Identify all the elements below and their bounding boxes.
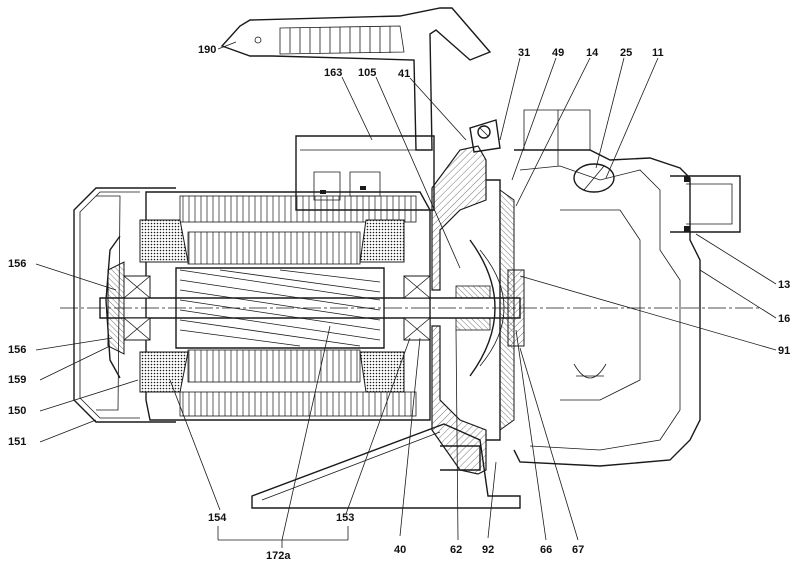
callout-66: 66: [540, 544, 553, 556]
callout-91: 91: [778, 345, 791, 357]
leader-lines: [35, 41, 777, 548]
pump-base: [251, 423, 521, 509]
callout-156-bottom: 156: [8, 344, 27, 356]
callout-31: 31: [518, 47, 531, 59]
callout-13: 13: [778, 279, 791, 291]
callout-67: 67: [572, 544, 585, 556]
bearing-rear: [123, 275, 151, 341]
motor-housing: [139, 191, 431, 421]
callout-153: 153: [336, 512, 355, 524]
callout-14: 14: [586, 47, 599, 59]
callout-40: 40: [394, 544, 407, 556]
clamp-top: [469, 119, 501, 153]
callout-190: 190: [198, 44, 217, 56]
handle: [220, 7, 492, 151]
callout-154: 154: [208, 512, 227, 524]
callout-159: 159: [8, 374, 27, 386]
pump-body: [513, 109, 741, 467]
callout-156-top: 156: [8, 258, 27, 270]
fan-hub: [107, 261, 125, 355]
callout-92: 92: [482, 544, 495, 556]
bearing-front: [403, 275, 431, 341]
callout-11: 11: [652, 47, 664, 59]
callout-105: 105: [358, 67, 377, 79]
callout-151: 151: [8, 436, 27, 448]
callout-25: 25: [620, 47, 633, 59]
callout-49: 49: [552, 47, 565, 59]
callout-172a: 172a: [266, 550, 291, 562]
callout-16: 16: [778, 313, 791, 325]
callout-62: 62: [450, 544, 463, 556]
callout-163: 163: [324, 67, 343, 79]
pump-impeller: [455, 179, 525, 441]
callout-150: 150: [8, 405, 27, 417]
rotor: [175, 267, 385, 349]
callout-41: 41: [398, 68, 411, 80]
